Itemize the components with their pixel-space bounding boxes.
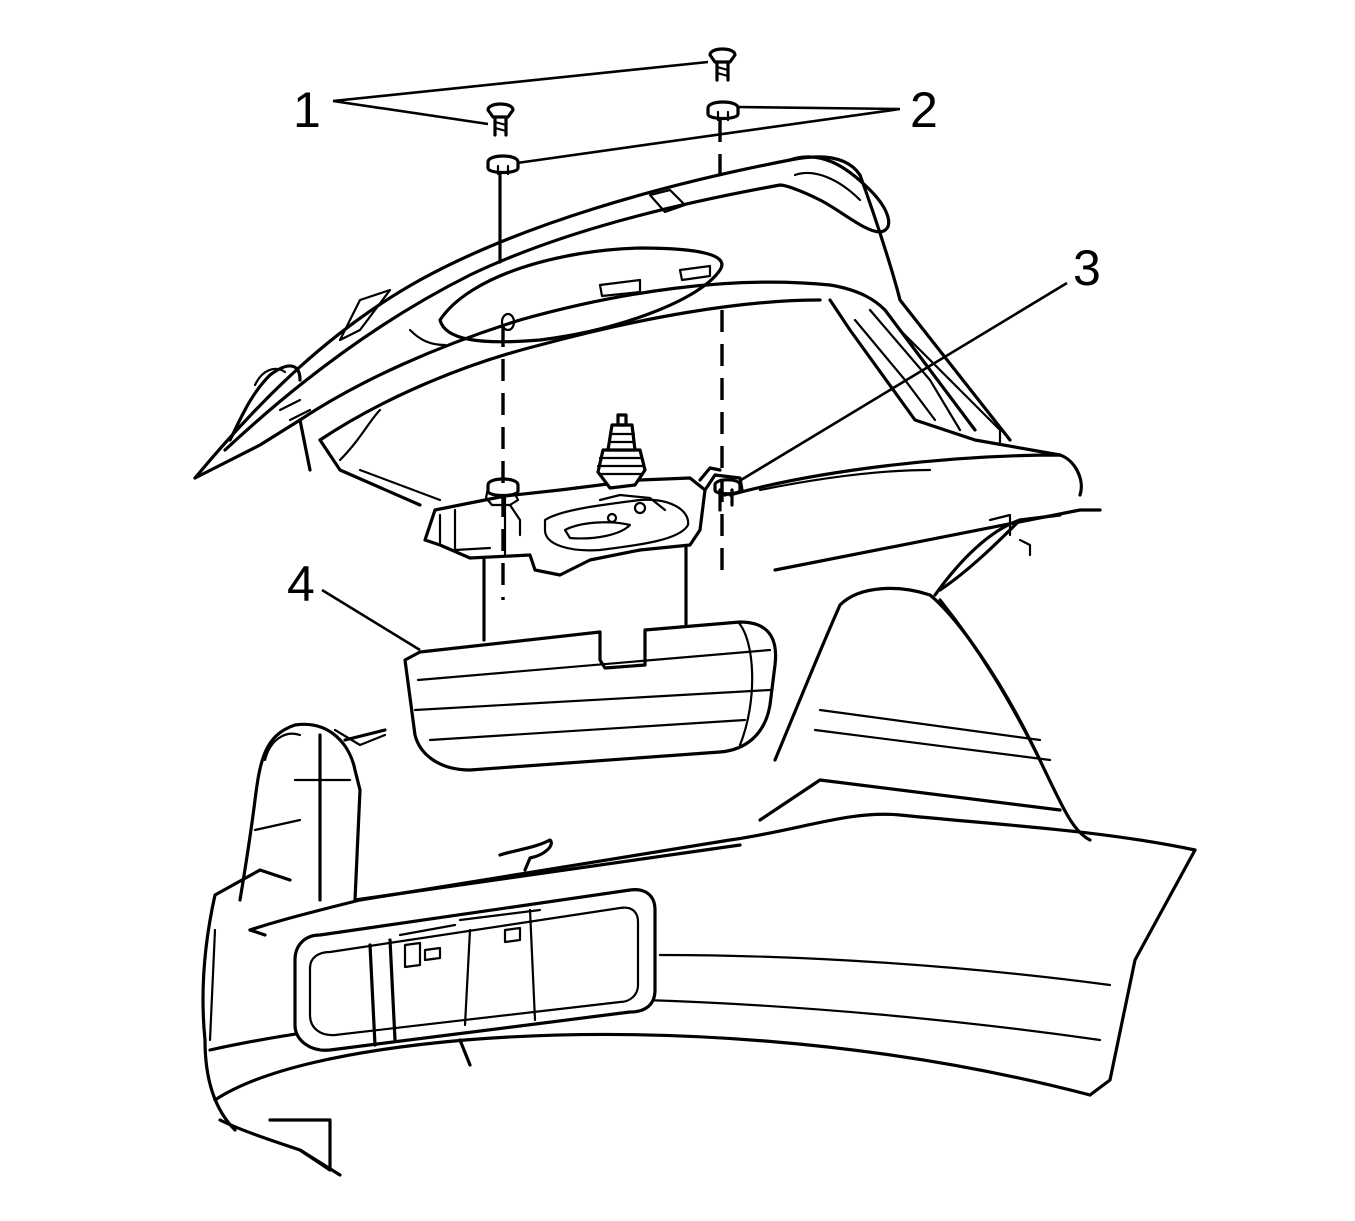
bolt-1-lower — [486, 102, 515, 137]
callout-4: 4 — [287, 556, 421, 652]
lower-trim-molding — [403, 620, 778, 772]
leader-line — [516, 105, 901, 165]
callout-1: 1 — [293, 60, 709, 138]
handle-assembly — [423, 413, 744, 577]
leader-line — [321, 588, 421, 652]
fasteners — [482, 47, 742, 642]
callout-label: 2 — [910, 82, 938, 138]
rear-body — [201, 513, 1197, 1177]
nut-2-left — [486, 154, 520, 175]
liftgate-panel — [193, 155, 1102, 572]
bolt-1-upper — [708, 47, 737, 82]
callout-3: 3 — [740, 240, 1101, 482]
nut-2-right — [706, 100, 740, 121]
leader-line — [740, 281, 1068, 482]
callout-2: 2 — [516, 82, 938, 165]
leader-line — [332, 60, 709, 126]
callout-label: 3 — [1073, 240, 1101, 296]
callout-label: 1 — [293, 82, 321, 138]
callout-label: 4 — [287, 556, 315, 612]
